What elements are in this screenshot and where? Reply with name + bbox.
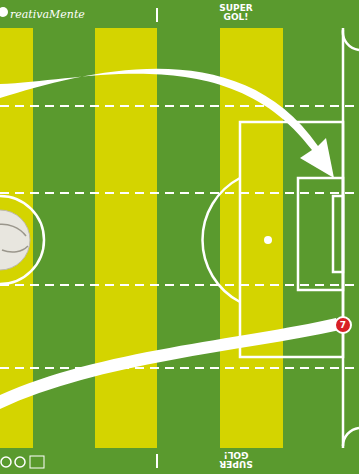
stripe (95, 28, 157, 448)
brand-name: reativaMente (10, 9, 130, 20)
pitch-lines (0, 28, 359, 448)
bottom-band (0, 448, 359, 474)
brand-logo (0, 7, 44, 468)
pass-arrow (0, 69, 334, 178)
product-logo: SUPER GOL! (218, 4, 254, 22)
penalty-spot (264, 236, 272, 244)
ball (0, 210, 30, 270)
divider (156, 454, 158, 468)
product-logo: SUPER GOL! (218, 450, 254, 468)
callout-circle: 7 (334, 316, 352, 334)
shot-trail (0, 318, 340, 409)
callout-number: 7 (340, 320, 346, 330)
divider (156, 8, 158, 22)
top-band (0, 0, 359, 28)
